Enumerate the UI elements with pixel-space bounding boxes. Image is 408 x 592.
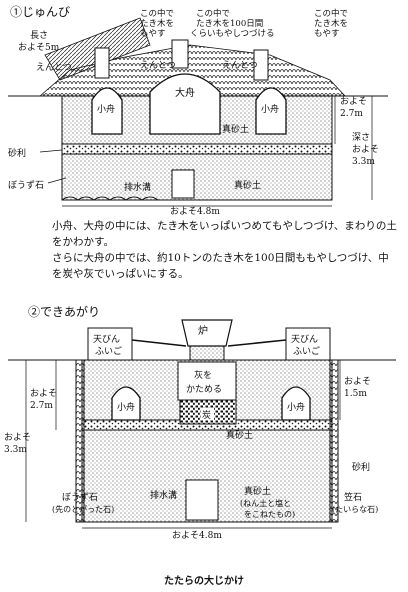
drain-2 <box>185 479 219 521</box>
note-mid-2: たき木を100日間 <box>196 18 263 29</box>
left-inner-2: 2.7m <box>30 401 53 411</box>
drain-label: 排水溝 <box>124 181 151 193</box>
depth-big-3: 3.3m <box>352 157 375 167</box>
section2-heading: ②できあがり <box>28 304 100 319</box>
length-label-2: およそ5m <box>18 42 60 53</box>
figure-caption: たたらの大じかけ <box>164 576 244 587</box>
jari-label-2: 砂利 <box>352 461 370 473</box>
kobune-right-label: 小舟 <box>261 103 279 115</box>
drain-label-2: 排水溝 <box>150 489 177 501</box>
furnace <box>181 319 233 347</box>
section1-heading: ①じゅんび <box>10 5 70 19</box>
jari-label: 砂利 <box>8 147 26 159</box>
obune-label: 大舟 <box>175 86 195 99</box>
sumi-label: 炭 <box>202 410 211 421</box>
tenbin-left-1: 天びん <box>93 334 120 345</box>
kobune-right-arch <box>255 87 287 135</box>
tenbin-left-2: ふいご <box>95 345 122 357</box>
chimney-right <box>253 49 269 81</box>
chimney-left <box>94 47 110 79</box>
section1-diagram <box>8 17 388 207</box>
depth-small-2: 2.7m <box>340 109 363 119</box>
depth-big-1: 深さ <box>352 132 370 143</box>
masado-upper-label: 真砂土 <box>222 123 249 135</box>
width-label-2: およそ4.8m <box>172 530 222 541</box>
chimney-label-1: えんとつ <box>36 62 72 73</box>
tenbin-right-1: 天びん <box>291 334 318 345</box>
left-outer-1: およそ <box>4 432 31 443</box>
right-dim-2: 1.5m <box>344 389 367 399</box>
bouzu-label-2a: ぼうず石 <box>62 492 98 503</box>
chimney-label-2: えんとつ <box>140 60 176 71</box>
section2-diagram <box>8 319 396 529</box>
masado-lower-label-2a: 真砂土 <box>244 485 271 497</box>
masado-lower-layer <box>61 153 333 201</box>
bellows-right <box>285 327 331 361</box>
obune-arch <box>149 73 221 135</box>
left-outer-2: 3.3m <box>4 445 27 455</box>
left-inner-1: およそ <box>30 388 57 399</box>
note-right-3: もやす <box>314 29 340 39</box>
kobune-left-label: 小舟 <box>97 103 115 115</box>
masado-lower-label-2c: をこねたもの) <box>244 510 295 519</box>
length-label-1: 長さ <box>30 30 48 41</box>
bouzu-label: ぼうず石 <box>8 180 44 191</box>
kobune-right-label-2: 小舟 <box>287 401 305 413</box>
hai-label-1: 灰を <box>194 369 212 381</box>
ro-label: 炉 <box>198 325 208 337</box>
mound <box>38 44 346 97</box>
width-label-1: およそ4.8m <box>170 206 220 217</box>
masado-upper-label-2: 真砂土 <box>226 429 253 441</box>
chimney-label-3: えんとつ <box>222 60 258 71</box>
masado-lower-label-2b: (ねん土と塩と <box>240 498 291 508</box>
right-dim-1: およそ <box>344 376 371 387</box>
bellows-left <box>87 327 133 361</box>
kasaishi-label-2: (たいらな石) <box>332 505 378 514</box>
drain <box>171 169 195 199</box>
note-mid-3: くらいもやしつづける <box>190 29 275 39</box>
hai-label-2: かためる <box>186 384 222 395</box>
note-left-3: もやす <box>140 29 166 39</box>
description-paragraph-1: 小舟、大舟の中には、たき木をいっぱいつめてもやしつづけ、まわりの土をかわかす。 <box>52 220 397 248</box>
depth-big-2: およそ <box>352 144 379 155</box>
note-left-2: たき木を <box>140 18 174 29</box>
tenbin-right-2: ふいご <box>293 345 320 357</box>
bouzu-label-2b: (先のとがった石) <box>52 504 114 514</box>
kobune-left-label-2: 小舟 <box>117 401 135 413</box>
section1-description: 小舟、大舟の中には、たき木をいっぱいつめてもやしつづけ、まわりの土をかわかす。 … <box>52 218 397 282</box>
note-left-1: この中で <box>140 8 174 19</box>
note-right-2: たき木を <box>314 18 348 29</box>
note-right-1: この中で <box>314 8 348 19</box>
kasaishi-label-1: 笠石 <box>344 491 362 503</box>
description-paragraph-2: さらに大舟の中では、約10トンのたき木を100日間ももやしつづけ、中を炭や灰でい… <box>52 252 389 280</box>
masado-lower-label: 真砂土 <box>234 179 261 191</box>
chimney-mid <box>171 39 189 69</box>
kobune-right-arch-2 <box>281 386 311 421</box>
kobune-left-arch <box>91 87 123 135</box>
depth-small-1: およそ <box>340 96 367 107</box>
kobune-left-arch-2 <box>111 386 141 421</box>
gravel-layer <box>61 143 333 155</box>
note-mid-1: この中で <box>196 8 230 19</box>
